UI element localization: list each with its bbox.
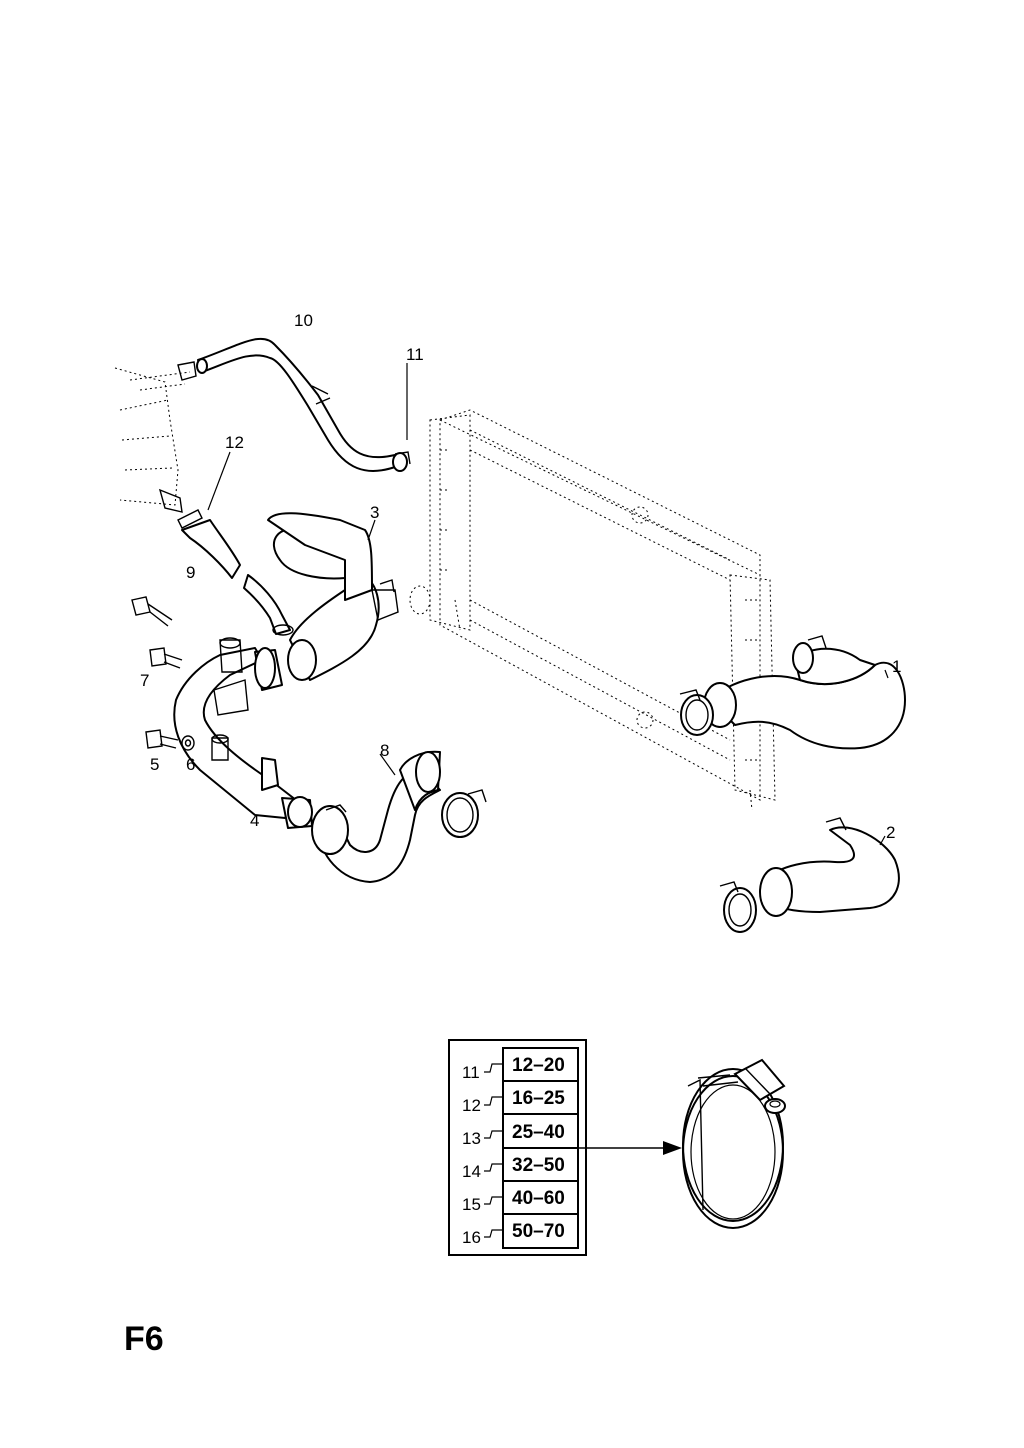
callout-6: 6 — [186, 755, 195, 774]
bolt-7-upper — [131, 596, 173, 627]
legend-row-range: 25–40 — [512, 1122, 565, 1143]
legend-row: 13 25–40 — [462, 1122, 565, 1148]
legend-row: 12 16–25 — [462, 1088, 565, 1115]
callout-3: 3 — [370, 503, 379, 522]
callout-9: 9 — [186, 563, 195, 582]
legend-row-num: 12 — [462, 1096, 481, 1115]
bolt-7 — [149, 647, 183, 669]
washer-6 — [181, 735, 195, 751]
legend-row-range: 12–20 — [512, 1055, 565, 1076]
legend-row: 15 40–60 — [462, 1188, 565, 1214]
arrow-icon — [663, 1141, 682, 1155]
legend-row-range: 50–70 — [512, 1221, 565, 1242]
callout-labels: 1 2 3 4 5 6 7 8 9 10 11 12 — [140, 311, 901, 842]
bolt-5 — [145, 729, 179, 749]
legend-row-range: 32–50 — [512, 1155, 565, 1176]
legend-row: 16 50–70 — [462, 1221, 565, 1247]
callout-10: 10 — [294, 311, 313, 330]
hose-clamp-icon — [682, 1058, 786, 1229]
pipe-4 — [173, 637, 313, 829]
hose-9 — [177, 509, 294, 636]
hose-10 — [177, 337, 399, 472]
legend-row-range: 16–25 — [512, 1088, 565, 1109]
legend-row-num: 11 — [462, 1063, 480, 1082]
callout-12: 12 — [225, 433, 244, 452]
hose-8 — [311, 750, 441, 883]
callout-leaders — [207, 363, 889, 846]
callout-1: 1 — [892, 657, 901, 676]
legend-row-num: 16 — [462, 1228, 481, 1247]
engine-outline — [114, 367, 191, 513]
callout-4: 4 — [250, 811, 259, 830]
hose-1 — [679, 635, 906, 750]
callout-11: 11 — [406, 345, 424, 364]
callout-8: 8 — [380, 741, 389, 760]
legend-row: 11 12–20 — [462, 1055, 565, 1082]
page-code: F6 — [124, 1320, 164, 1358]
legend-row: 14 32–50 — [462, 1155, 565, 1181]
hose-2 — [719, 817, 900, 933]
clamp-11 — [392, 451, 411, 472]
clamp-size-legend: 11 12–20 12 16–25 13 25–40 14 32–50 15 4… — [448, 1039, 682, 1256]
callout-2: 2 — [886, 823, 895, 842]
legend-row-num: 14 — [462, 1162, 481, 1181]
hose-3 — [267, 512, 399, 681]
radiator — [409, 409, 776, 811]
legend-row-range: 40–60 — [512, 1188, 565, 1209]
legend-row-num: 15 — [462, 1195, 481, 1214]
legend-row-num: 13 — [462, 1129, 481, 1148]
callout-5: 5 — [150, 755, 159, 774]
clamp-8 — [441, 789, 487, 838]
callout-7: 7 — [140, 671, 149, 690]
